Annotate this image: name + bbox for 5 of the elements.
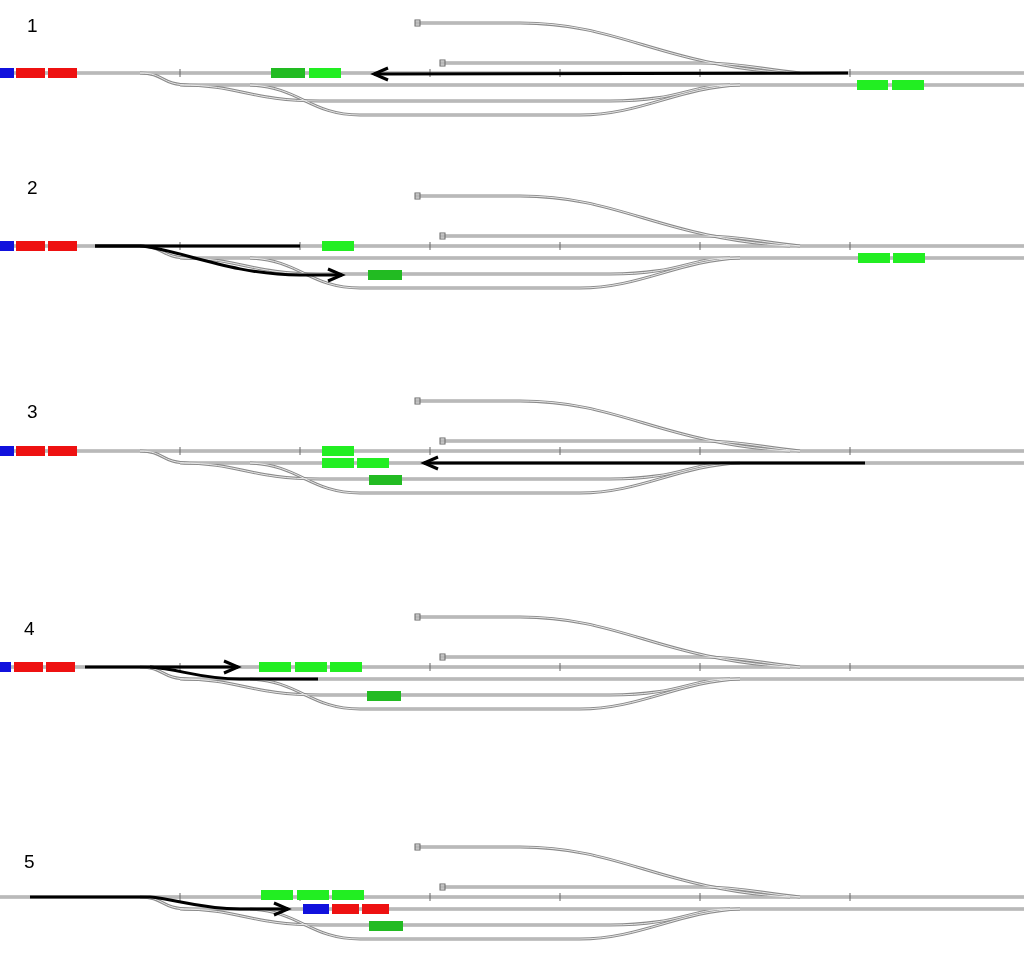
- panel-number: 5: [24, 852, 35, 871]
- panel-number: 1: [27, 16, 38, 35]
- panel-number: 3: [27, 402, 38, 421]
- panel-number: 2: [27, 178, 38, 197]
- panel-number: 4: [24, 619, 35, 638]
